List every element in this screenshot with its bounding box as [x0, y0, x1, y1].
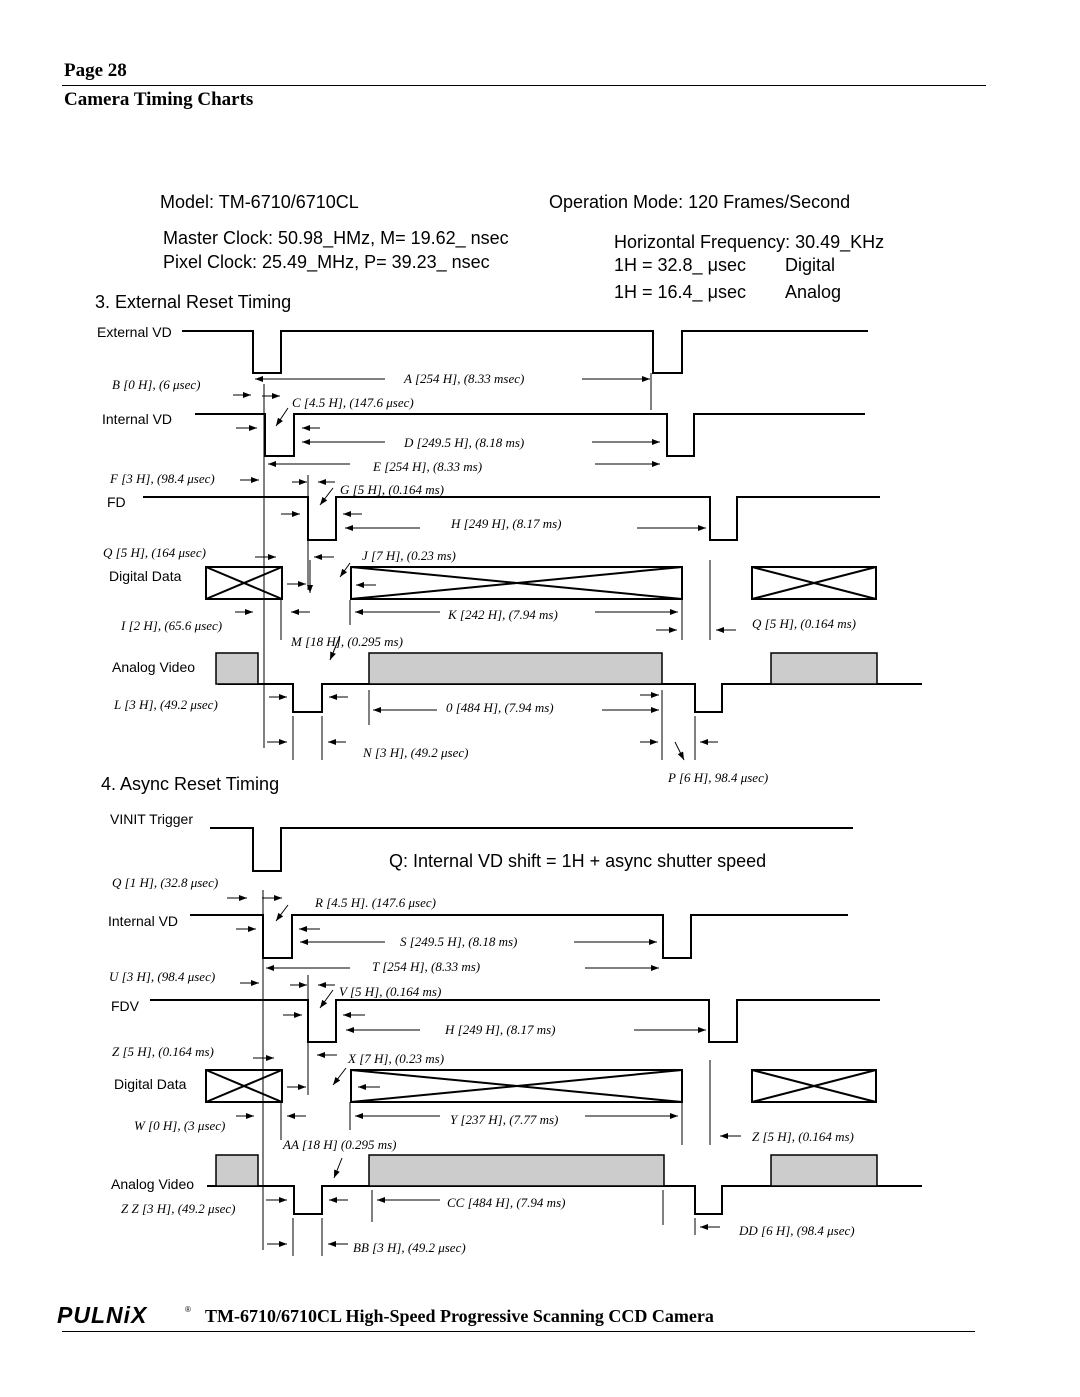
internal-vd2-wave [190, 914, 848, 959]
svg-text:®: ® [185, 1305, 191, 1314]
annotation-a: A [254 H], (8.33 msec) [403, 371, 524, 386]
annotation-l: L [3 H], (49.2 μsec) [113, 697, 218, 712]
annotation-q: Q [5 H], (164 μsec) [103, 545, 206, 560]
pulnix-logo: PULNiX ® [57, 1302, 197, 1335]
signal-analog-video: Analog Video [112, 659, 195, 675]
section4-reference-lines [262, 890, 711, 1256]
annotation-x: X [7 H], (0.23 ms) [347, 1051, 444, 1066]
annotation-o: 0 [484 H], (7.94 ms) [446, 700, 554, 715]
annotation-r: R [4.5 H]. (147.6 μsec) [314, 895, 436, 910]
analog2-block-3 [770, 1154, 878, 1187]
external-vd-wave [182, 330, 868, 374]
signal-analog-video-2: Analog Video [111, 1176, 194, 1192]
h-digital-label: Digital [785, 255, 835, 275]
digital-data2-block-3 [751, 1069, 877, 1103]
annotation-t: T [254 H], (8.33 ms) [372, 959, 480, 974]
digital-data-block-3 [751, 566, 877, 600]
annotation-h: H [249 H], (8.17 ms) [450, 516, 562, 531]
annotation-zz: Z Z [3 H], (49.2 μsec) [121, 1201, 236, 1216]
pixel-clock: Pixel Clock: 25.49_MHz, P= 39.23_ nsec [163, 252, 490, 273]
h-analog-label: Analog [785, 282, 841, 302]
page-number: Page 28 [64, 60, 127, 81]
signal-internal-vd-2: Internal VD [108, 913, 178, 929]
annotation-dd: DD [6 H], (98.4 μsec) [738, 1223, 855, 1238]
annotation-k: K [242 H], (7.94 ms) [447, 607, 558, 622]
annotation-bb: BB [3 H], (49.2 μsec) [353, 1240, 466, 1255]
annotation-p: P [6 H], 98.4 μsec) [667, 770, 768, 785]
page-title: Camera Timing Charts [64, 89, 254, 110]
footer-title: TM-6710/6710CL High-Speed Progressive Sc… [205, 1306, 714, 1326]
signal-external-vd: External VD [97, 324, 172, 340]
analog-block-1 [215, 652, 259, 685]
annotation-c: C [4.5 H], (147.6 μsec) [292, 395, 414, 410]
section4-title: 4. Async Reset Timing [101, 774, 279, 794]
annotation-z2: Z [5 H], (0.164 ms) [752, 1129, 854, 1144]
annotation-y: Y [237 H], (7.77 ms) [450, 1112, 558, 1127]
section3-arrows [233, 376, 736, 761]
annotation-f: F [3 H], (98.4 μsec) [109, 471, 215, 486]
section3-data-blocks [205, 566, 877, 600]
model-label: Model: TM-6710/6710CL [160, 192, 359, 212]
annotation-v: V [5 H], (0.164 ms) [339, 984, 441, 999]
annotation-aa: AA [18 H] (0.295 ms) [282, 1137, 397, 1152]
annotation-q-async: Q [1 H], (32.8 μsec) [112, 875, 218, 890]
analog2-block-1 [215, 1154, 259, 1187]
horizontal-frequency: Horizontal Frequency: 30.49_KHz [614, 232, 884, 253]
analog2-block-2 [368, 1154, 665, 1187]
annotation-s: S [249.5 H], (8.18 ms) [400, 934, 517, 949]
annotation-z: Z [5 H], (0.164 ms) [112, 1044, 214, 1059]
operation-mode: Operation Mode: 120 Frames/Second [549, 192, 850, 212]
signal-fd: FD [107, 494, 126, 510]
section4-data-blocks [205, 1069, 877, 1103]
annotation-m: M [18 H], (0.295 ms) [290, 634, 403, 649]
section4-analog-blocks [215, 1154, 878, 1187]
annotation-u: U [3 H], (98.4 μsec) [109, 969, 215, 984]
analog-video-wave [218, 683, 922, 713]
digital-data2-block-2 [350, 1069, 683, 1103]
analog-block-3 [770, 652, 878, 685]
section3-reference-lines [263, 373, 711, 760]
signal-internal-vd: Internal VD [102, 411, 172, 427]
async-note: Q: Internal VD shift = 1H + async shutte… [389, 851, 766, 871]
annotation-n: N [3 H], (49.2 μsec) [362, 745, 468, 760]
signal-digital-data: Digital Data [109, 568, 182, 584]
annotation-h-async: H [249 H], (8.17 ms) [444, 1022, 556, 1037]
section3-analog-blocks [215, 652, 878, 685]
footer-rule [62, 1331, 975, 1332]
signal-vinit-trigger: VINIT Trigger [110, 811, 193, 827]
annotation-q2: Q [5 H], (0.164 ms) [752, 616, 856, 631]
pulnix-logo-graphic: PULNiX ® [57, 1302, 191, 1328]
annotation-i: I [2 H], (65.6 μsec) [120, 618, 222, 633]
annotation-g: G [5 H], (0.164 ms) [340, 482, 444, 497]
section3-title: 3. External Reset Timing [95, 292, 291, 312]
signal-fdv: FDV [111, 998, 140, 1014]
header-rule [62, 85, 986, 86]
pulnix-logo-text: PULNiX [57, 1302, 148, 1328]
annotation-cc: CC [484 H], (7.94 ms) [447, 1195, 565, 1210]
signal-digital-data-2: Digital Data [114, 1076, 187, 1092]
annotation-w: W [0 H], (3 μsec) [134, 1118, 225, 1133]
digital-data-block-1 [205, 566, 283, 600]
annotation-d: D [249.5 H], (8.18 ms) [403, 435, 524, 450]
h-period-analog: 1H = 16.4_ μsec [614, 282, 746, 303]
h-period-digital: 1H = 32.8_ μsec [614, 255, 746, 276]
section4-arrows [227, 895, 741, 1247]
annotation-j: J [7 H], (0.23 ms) [362, 548, 456, 563]
master-clock: Master Clock: 50.98_HMz, M= 19.62_ nsec [163, 228, 509, 249]
analog-block-2 [368, 652, 663, 685]
internal-vd-wave [195, 413, 865, 457]
annotation-e: E [254 H], (8.33 ms) [372, 459, 482, 474]
annotation-b: B [0 H], (6 μsec) [112, 377, 200, 392]
vinit-trigger-wave [210, 827, 853, 872]
digital-data2-block-1 [205, 1069, 283, 1103]
digital-data-block-2 [350, 566, 683, 600]
